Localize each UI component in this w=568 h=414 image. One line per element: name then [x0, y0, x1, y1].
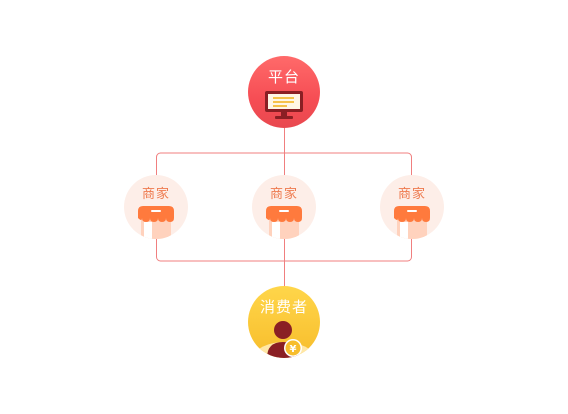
platform-label: 平台	[267, 68, 300, 86]
storefront-icon	[394, 206, 430, 239]
consumer-label: 消费者	[259, 298, 308, 316]
storefront-icon	[138, 206, 174, 239]
consumer-node: 消费者 ¥	[248, 286, 320, 358]
merchant-node: 商家	[380, 175, 444, 239]
merchant-label: 商家	[269, 187, 298, 202]
platform-node: 平台	[248, 56, 320, 128]
storefront-icon	[266, 206, 302, 239]
merchant-node: 商家	[252, 175, 316, 239]
computer-monitor-icon	[265, 91, 303, 119]
merchant-node: 商家	[124, 175, 188, 239]
merchant-label: 商家	[397, 187, 426, 202]
yuan-badge: ¥	[290, 344, 297, 355]
user-yuan-icon: ¥	[254, 321, 314, 358]
merchant-label: 商家	[141, 187, 170, 202]
